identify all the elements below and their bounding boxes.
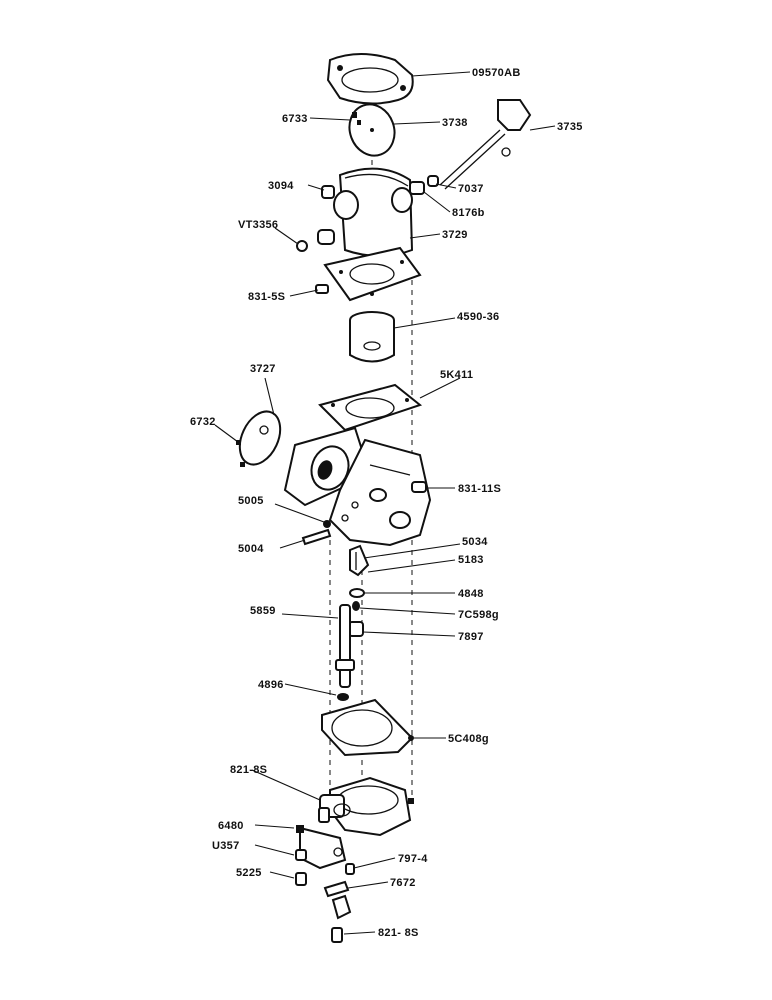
label-7C598g: 7C598g <box>458 609 499 621</box>
label-VT3356: VT3356 <box>238 219 278 231</box>
part-main-body <box>283 426 432 547</box>
part-bushings <box>296 175 439 252</box>
label-5004: 5004 <box>238 543 264 555</box>
label-6732: 6732 <box>190 416 216 428</box>
part-gasket-top <box>326 53 414 105</box>
label-831-11S: 831-11S <box>458 483 501 495</box>
label-4896: 4896 <box>258 679 284 691</box>
part-labels: 09570AB 6733 3738 3735 3094 7037 8176b V… <box>190 67 583 939</box>
part-shaft-lever <box>439 99 532 190</box>
label-7037: 7037 <box>458 183 484 195</box>
label-5C408g: 5C408g <box>448 733 489 745</box>
label-4590-36: 4590-36 <box>457 311 499 323</box>
label-821-8S-bottom: 821- 8S <box>378 927 419 939</box>
part-seat-7897 <box>348 621 364 637</box>
label-797-4: 797-4 <box>398 853 428 865</box>
part-drain-7672 <box>323 880 352 920</box>
label-3738: 3738 <box>442 117 468 129</box>
part-disc-3738 <box>348 103 396 157</box>
label-3729: 3729 <box>442 229 468 241</box>
label-7672: 7672 <box>390 877 416 889</box>
label-7897: 7897 <box>458 631 484 643</box>
label-6480: 6480 <box>218 820 244 832</box>
part-screws-5004-5005 <box>301 520 332 546</box>
label-821-8S-top: 821-8S <box>230 764 267 776</box>
label-09570AB: 09570AB <box>472 67 521 79</box>
part-washer-4848 <box>349 588 365 598</box>
label-5K411: 5K411 <box>440 369 473 381</box>
part-shaft-5859 <box>335 604 355 688</box>
part-gasket-5K411 <box>318 383 423 432</box>
leader-lines <box>214 71 556 935</box>
label-5183: 5183 <box>458 554 484 566</box>
part-venturi <box>349 311 395 363</box>
label-5005: 5005 <box>238 495 264 507</box>
part-upper-body-3729 <box>317 167 414 257</box>
label-5859: 5859 <box>250 605 276 617</box>
label-4848: 4848 <box>458 588 484 600</box>
label-U357: U357 <box>212 840 240 852</box>
part-4896 <box>337 693 349 701</box>
part-screw-821-8S-top <box>318 807 330 823</box>
label-3094: 3094 <box>268 180 294 192</box>
part-screw-797-4 <box>345 863 355 875</box>
label-3727: 3727 <box>250 363 276 375</box>
label-5034: 5034 <box>462 536 488 548</box>
part-float-lever <box>349 544 370 577</box>
part-flange-mid <box>323 246 422 302</box>
label-831-5S: 831-5S <box>248 291 285 303</box>
part-disc-3727 <box>236 410 282 467</box>
part-bowl-gasket <box>321 698 414 757</box>
part-bracket <box>295 825 347 886</box>
part-float-bowl <box>319 776 414 837</box>
part-needle <box>352 601 360 611</box>
part-screw-821-8S-bottom <box>331 927 343 943</box>
part-screw-831-5S <box>315 284 329 294</box>
label-5225: 5225 <box>236 867 262 879</box>
label-8176b: 8176b <box>452 207 485 219</box>
label-3735: 3735 <box>557 121 583 133</box>
label-6733: 6733 <box>282 113 308 125</box>
